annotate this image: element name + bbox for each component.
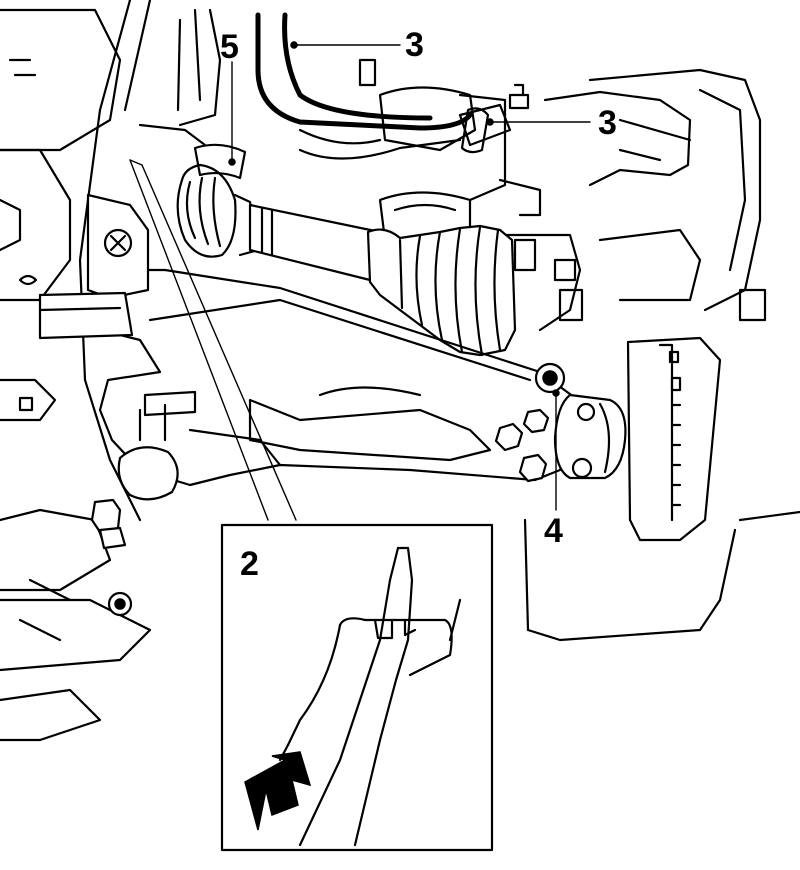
pointer-wedge: [129, 159, 297, 521]
strut-knuckle: [358, 58, 800, 642]
brake-hose: [255, 12, 473, 160]
callout-4: 4: [544, 512, 563, 550]
subframe-bracket: [38, 193, 150, 340]
callout-labels: 5 3 3 4 2: [220, 26, 617, 583]
callout-3-top: 3: [405, 26, 424, 64]
callout-3-right: 3: [598, 104, 617, 142]
callout-5: 5: [220, 28, 239, 66]
callout-leaders: [228, 41, 591, 511]
detail-inset: [220, 523, 494, 852]
bushing: [553, 393, 627, 480]
chassis-body: [0, 0, 222, 742]
callout-2: 2: [240, 545, 259, 583]
drive-shaft: [176, 143, 517, 357]
bolts: [90, 228, 566, 617]
